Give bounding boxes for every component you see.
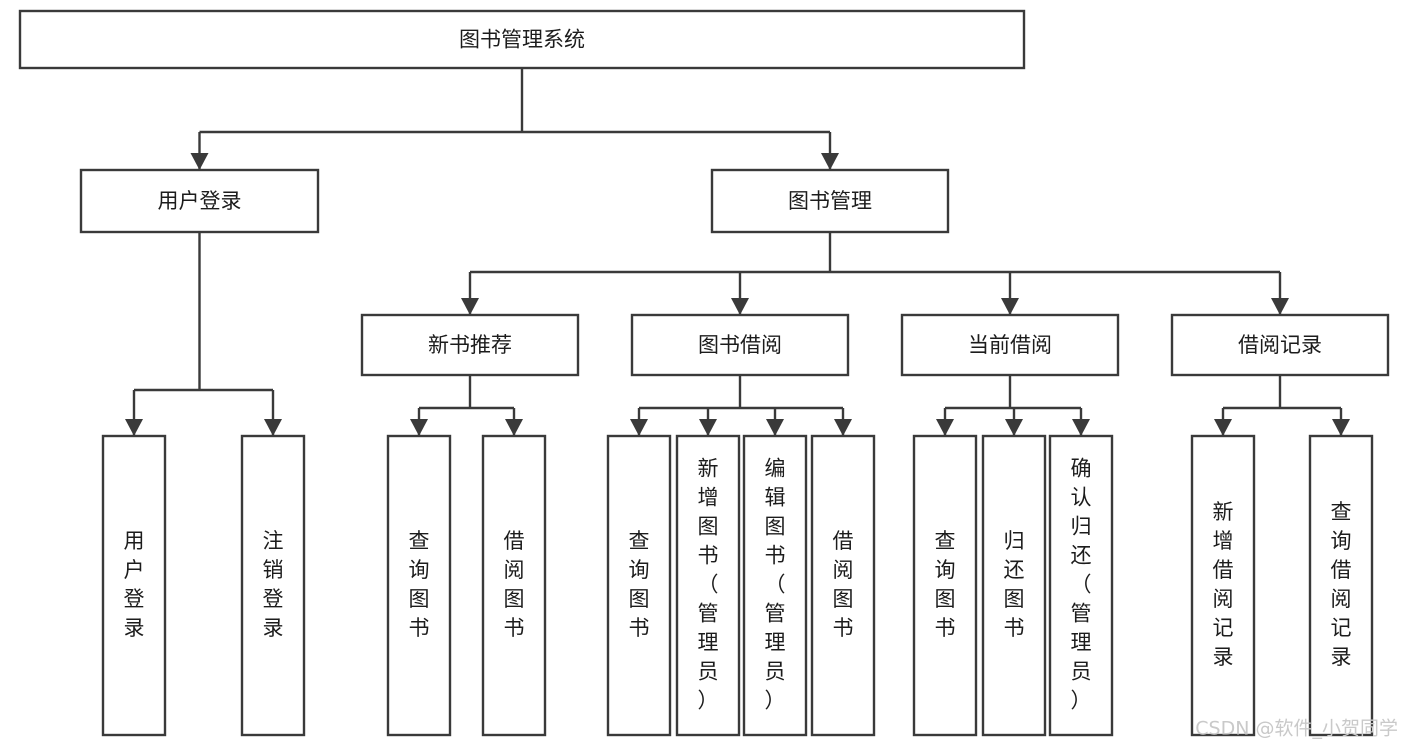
node-box-edit-book[interactable] [742, 434, 808, 737]
arrow-head-root-1 [821, 153, 839, 170]
node-label-query-book-3: 查询图书 [935, 529, 956, 640]
node-label-book-borrow: 图书借阅 [698, 333, 782, 357]
node-box-borrow-record[interactable] [1170, 313, 1390, 377]
node-label-book-management: 图书管理 [788, 189, 872, 213]
node-confirm-return[interactable]: 确认归还（管理员） [1048, 434, 1114, 737]
node-label-user-login-do: 用户登录 [124, 529, 145, 640]
arrow-head-book-management-1 [731, 298, 749, 315]
node-box-add-book[interactable] [675, 434, 741, 737]
arrow-head-borrow-record-1 [1332, 419, 1350, 436]
node-layer: 图书管理系统用户登录图书管理用户登录注销登录新书推荐图书借阅当前借阅借阅记录查询… [18, 9, 1390, 737]
csdn-watermark: CSDN @软件_小贺同学 [1195, 718, 1398, 740]
node-current-borrow[interactable]: 当前借阅 [900, 313, 1120, 377]
node-label-borrow-record: 借阅记录 [1238, 333, 1322, 357]
node-label-add-book: 新增图书（管理员） [698, 457, 719, 713]
node-label-borrow-book-1: 借阅图书 [504, 529, 525, 640]
node-box-add-borrow-record[interactable] [1190, 434, 1256, 737]
node-label-current-borrow: 当前借阅 [968, 333, 1052, 357]
node-query-book-2[interactable]: 查询图书 [606, 434, 672, 737]
node-box-new-book-recommend[interactable] [360, 313, 580, 377]
node-label-user-logout: 注销登录 [263, 529, 284, 640]
node-box-query-borrow-record[interactable] [1308, 434, 1374, 737]
node-label-borrow-book-2: 借阅图书 [833, 529, 854, 640]
arrow-head-book-management-2 [1001, 298, 1019, 315]
node-label-root: 图书管理系统 [459, 28, 585, 52]
node-borrow-record[interactable]: 借阅记录 [1170, 313, 1390, 377]
arrow-head-book-borrow-1 [699, 419, 717, 436]
node-label-query-book-2: 查询图书 [629, 529, 650, 640]
node-box-confirm-return[interactable] [1048, 434, 1114, 737]
node-label-return-book: 归还图书 [1004, 529, 1025, 640]
node-user-login[interactable]: 用户登录 [79, 168, 320, 234]
arrow-head-book-borrow-2 [766, 419, 784, 436]
arrow-head-book-borrow-0 [630, 419, 648, 436]
node-user-logout[interactable]: 注销登录 [240, 434, 306, 737]
node-user-login-do[interactable]: 用户登录 [101, 434, 167, 737]
arrow-head-user-login-1 [264, 419, 282, 436]
node-box-return-book[interactable] [981, 434, 1047, 737]
node-box-user-login-do[interactable] [101, 434, 167, 737]
node-query-book-1[interactable]: 查询图书 [386, 434, 452, 737]
node-label-user-login: 用户登录 [158, 189, 242, 213]
node-query-book-3[interactable]: 查询图书 [912, 434, 978, 737]
node-box-query-book-3[interactable] [912, 434, 978, 737]
arrow-head-new-book-recommend-1 [505, 419, 523, 436]
arrow-head-current-borrow-1 [1005, 419, 1023, 436]
node-box-book-management[interactable] [710, 168, 950, 234]
arrow-head-user-login-0 [125, 419, 143, 436]
node-edit-book[interactable]: 编辑图书（管理员） [742, 434, 808, 737]
node-box-current-borrow[interactable] [900, 313, 1120, 377]
node-query-borrow-record[interactable]: 查询借阅记录 [1308, 434, 1374, 737]
arrow-head-current-borrow-2 [1072, 419, 1090, 436]
arrow-head-new-book-recommend-0 [410, 419, 428, 436]
node-box-book-borrow[interactable] [630, 313, 850, 377]
node-box-query-book-1[interactable] [386, 434, 452, 737]
arrow-head-borrow-record-0 [1214, 419, 1232, 436]
arrow-head-book-borrow-3 [834, 419, 852, 436]
node-label-confirm-return: 确认归还（管理员） [1071, 457, 1092, 713]
node-label-query-borrow-record: 查询借阅记录 [1331, 500, 1352, 669]
node-book-management[interactable]: 图书管理 [710, 168, 950, 234]
connector-layer [125, 68, 1350, 436]
node-new-book-recommend[interactable]: 新书推荐 [360, 313, 580, 377]
node-label-add-borrow-record: 新增借阅记录 [1213, 500, 1234, 669]
node-box-query-book-2[interactable] [606, 434, 672, 737]
node-return-book[interactable]: 归还图书 [981, 434, 1047, 737]
node-label-edit-book: 编辑图书（管理员） [765, 457, 786, 713]
node-add-book[interactable]: 新增图书（管理员） [675, 434, 741, 737]
node-box-borrow-book-1[interactable] [481, 434, 547, 737]
node-box-borrow-book-2[interactable] [810, 434, 876, 737]
node-borrow-book-2[interactable]: 借阅图书 [810, 434, 876, 737]
node-label-query-book-1: 查询图书 [409, 529, 430, 640]
arrow-head-root-0 [190, 153, 209, 170]
node-label-new-book-recommend: 新书推荐 [428, 333, 512, 357]
node-root[interactable]: 图书管理系统 [18, 9, 1026, 70]
arrow-head-book-management-0 [461, 298, 479, 315]
node-box-user-login[interactable] [79, 168, 320, 234]
node-add-borrow-record[interactable]: 新增借阅记录 [1190, 434, 1256, 737]
node-box-user-logout[interactable] [240, 434, 306, 737]
node-box-root[interactable] [18, 9, 1026, 70]
node-borrow-book-1[interactable]: 借阅图书 [481, 434, 547, 737]
arrow-head-current-borrow-0 [936, 419, 954, 436]
arrow-head-book-management-3 [1271, 298, 1289, 315]
node-book-borrow[interactable]: 图书借阅 [630, 313, 850, 377]
